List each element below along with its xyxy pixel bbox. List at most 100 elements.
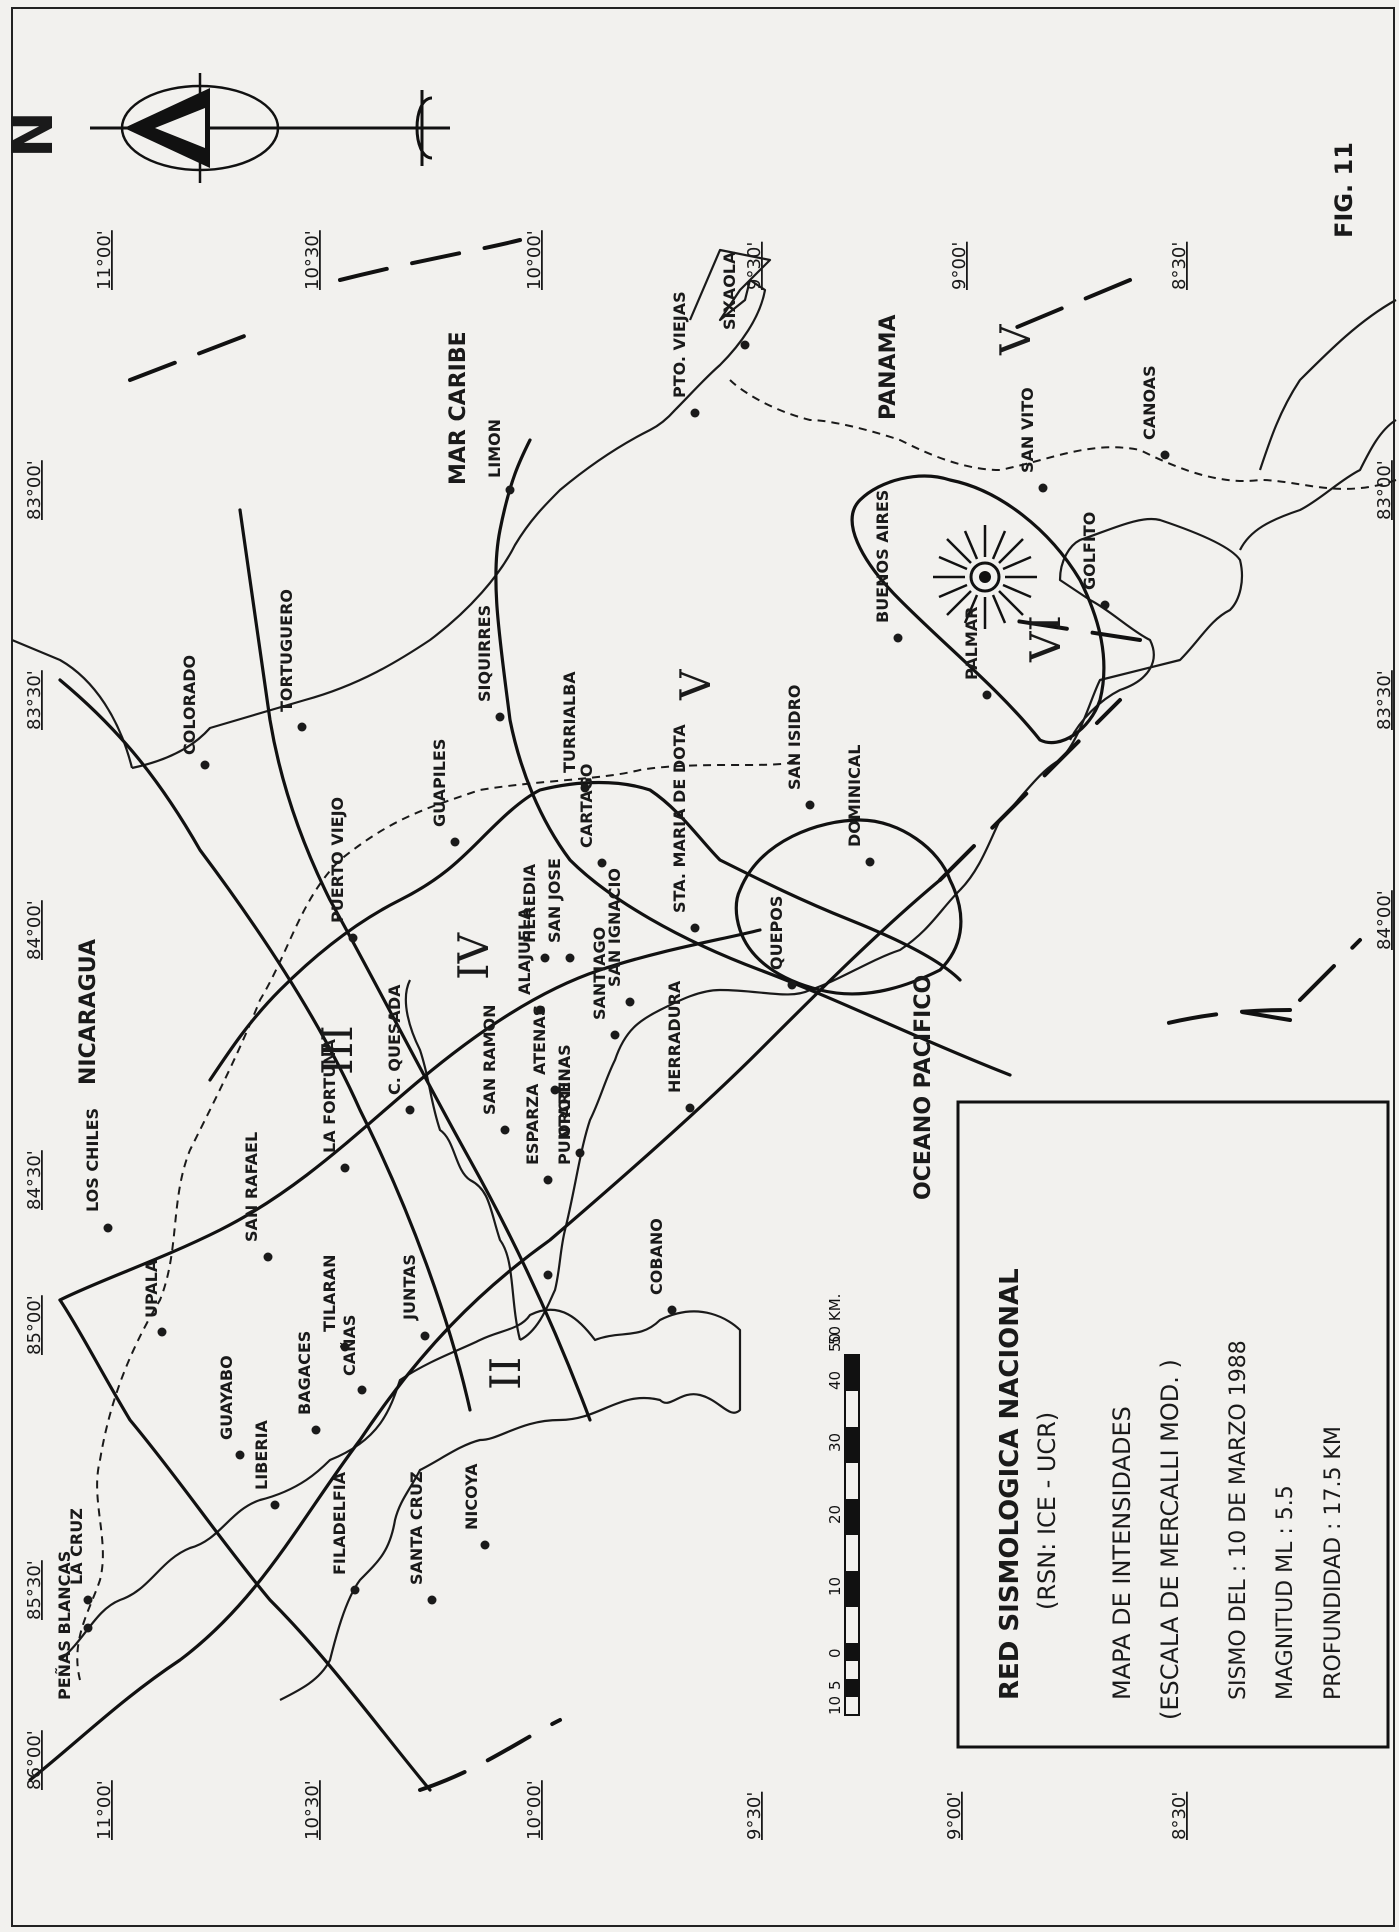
longitude-label: 83°00' xyxy=(24,460,45,520)
sea-caribbean: MAR CARIBE xyxy=(446,331,471,485)
isoseismal-far-dashed xyxy=(1298,938,1362,1002)
place-marker-herradura xyxy=(685,1103,695,1113)
latitude-labels-bottom: 11°00' 10°30' 10°00' 9°30' 9°00' 8°30' xyxy=(94,1780,1190,1840)
place-label-sixaola: SIXAOLA xyxy=(720,251,739,330)
place-label-esparza: ESPARZA xyxy=(523,1083,542,1165)
place-marker-san-rafael xyxy=(263,1252,273,1262)
place-marker-puerto-viejo xyxy=(348,933,358,943)
longitude-labels-left: 86°00' 85°30' 85°00' 84°30' 84°00' 83°30… xyxy=(24,460,45,1790)
place-label-upala: UPALA xyxy=(142,1259,161,1318)
place-label-pto-viejas: PTO. VIEJAS xyxy=(670,291,689,398)
legend-box xyxy=(956,1100,1390,1749)
latitude-label: 10°30' xyxy=(302,230,323,290)
place-marker-san-ramon xyxy=(500,1125,510,1135)
latitude-label: 9°30' xyxy=(744,1792,765,1840)
place-marker-cobano xyxy=(667,1305,677,1315)
longitude-label: 84°00' xyxy=(24,900,45,960)
latitude-label: 10°30' xyxy=(302,1780,323,1840)
intensity-zone-iv: IV xyxy=(449,932,498,980)
place-label-canoas: CANOAS xyxy=(1140,365,1159,440)
place-marker-turrialba xyxy=(580,783,590,793)
place-marker-puntarenas xyxy=(543,1270,553,1280)
isoseismal-vi xyxy=(734,818,963,996)
legend-magnitude: MAGNITUD ML : 5.5 xyxy=(1273,1485,1298,1700)
place-label-guayabo: GUAYABO xyxy=(217,1355,236,1440)
scale-tick: 10 xyxy=(826,1696,844,1715)
sea-pacific: OCEANO PACIFICO xyxy=(911,975,936,1200)
place-marker-san-ignacio xyxy=(625,997,635,1007)
place-marker-canoas xyxy=(1160,450,1170,460)
scale-tick: 30 xyxy=(826,1433,844,1452)
scale-tick: 10 xyxy=(826,1577,844,1596)
legend-depth: PROFUNDIDAD : 17.5 KM xyxy=(1321,1426,1346,1700)
scale-tick: 5 xyxy=(826,1680,844,1690)
scale-tick: 40 xyxy=(826,1371,844,1390)
longitude-label: 83°30' xyxy=(24,670,45,730)
isoseismal-ii-iii xyxy=(28,878,942,1782)
place-marker-santiago xyxy=(610,1030,620,1040)
place-marker-cartago xyxy=(597,858,607,868)
place-marker-cañas xyxy=(357,1385,367,1395)
place-label-heredia: HEREDIA xyxy=(520,863,539,943)
place-marker-san-jose xyxy=(565,953,575,963)
legend-map-name: MAPA DE INTENSIDADES xyxy=(1108,1406,1136,1700)
place-marker-la-fortuna xyxy=(340,1163,350,1173)
scale-bar xyxy=(844,1354,860,1716)
place-marker-guayabo xyxy=(235,1450,245,1460)
epicenter-symbol xyxy=(933,525,1037,629)
place-marker-atenas xyxy=(550,1085,560,1095)
latitude-label: 10°00' xyxy=(524,1780,545,1840)
place-marker-alajuela xyxy=(535,1005,545,1015)
longitude-label: 84°30' xyxy=(24,1150,45,1210)
longitude-label: 84°00' xyxy=(1374,890,1395,950)
gulf-of-nicoya-coast xyxy=(404,979,522,1341)
isoseismal-iii-iv xyxy=(58,928,762,1302)
place-label-santa-cruz: SANTA CRUZ xyxy=(407,1471,426,1585)
country-panama: PANAMA xyxy=(876,315,901,421)
place-marker-colorado xyxy=(200,760,210,770)
burica-coast xyxy=(1239,419,1397,551)
latitude-label: 9°30' xyxy=(744,242,765,290)
page-frame xyxy=(11,7,1395,1927)
place-marker-upala xyxy=(157,1327,167,1337)
latitude-labels-top: 11°00' 10°30' 10°00' 9°30' 9°00' 8°30' xyxy=(94,230,1190,290)
place-marker-sta-maria-de-dota xyxy=(690,923,700,933)
place-label-san-rafael: SAN RAFAEL xyxy=(242,1132,261,1242)
place-marker-tortuguero xyxy=(297,722,307,732)
pacific-coastline-nicoya xyxy=(59,1308,742,1701)
place-label-san-isidro: SAN ISIDRO xyxy=(785,685,804,791)
place-marker-san-isidro xyxy=(805,800,815,810)
latitude-label: 11°00' xyxy=(94,230,115,290)
place-label-golfito: GOLFITO xyxy=(1080,512,1099,590)
place-label-filadelfia: FILADELFIA xyxy=(330,1471,349,1575)
legend: RED SISMOLOGICA NACIONAL (RSN: ICE - UCR… xyxy=(995,1268,1346,1720)
place-marker-heredia xyxy=(540,953,550,963)
longitude-label: 83°30' xyxy=(1374,670,1395,730)
panama-border xyxy=(729,379,1397,490)
place-marker-limon xyxy=(505,485,515,495)
place-marker-san-vito xyxy=(1038,483,1048,493)
intensity-zone-ii: II xyxy=(481,1357,530,1390)
latitude-label: 10°00' xyxy=(524,230,545,290)
place-label-dominical: DOMINICAL xyxy=(845,745,864,847)
place-label-siquirres: SIQUIRRES xyxy=(475,605,494,702)
place-label-cartago: CARTAGO xyxy=(577,763,596,848)
place-label-alajuela: ALAJUELA xyxy=(515,907,534,995)
place-label-limon: LIMON xyxy=(485,419,504,478)
latitude-label: 9°00' xyxy=(944,1792,965,1840)
place-label-juntas: JUNTAS xyxy=(400,1254,419,1321)
place-marker-golfito xyxy=(1100,600,1110,610)
place-marker-dominical xyxy=(865,857,875,867)
place-marker-pto-viejas xyxy=(690,408,700,418)
caribbean-coastline xyxy=(131,248,772,770)
scale-bar-labels: 10 5 0 10 20 30 40 50 50 KM. xyxy=(826,1294,844,1715)
place-marker-nicoya xyxy=(480,1540,490,1550)
nicaragua-border xyxy=(76,759,801,1681)
place-label-peñas-blancas: PEÑAS BLANCAS xyxy=(55,1551,74,1700)
place-marker-juntas xyxy=(420,1331,430,1341)
scale-tick: 0 xyxy=(826,1648,844,1658)
place-label-buenos-aires: BUENOS AIRES xyxy=(873,490,892,623)
